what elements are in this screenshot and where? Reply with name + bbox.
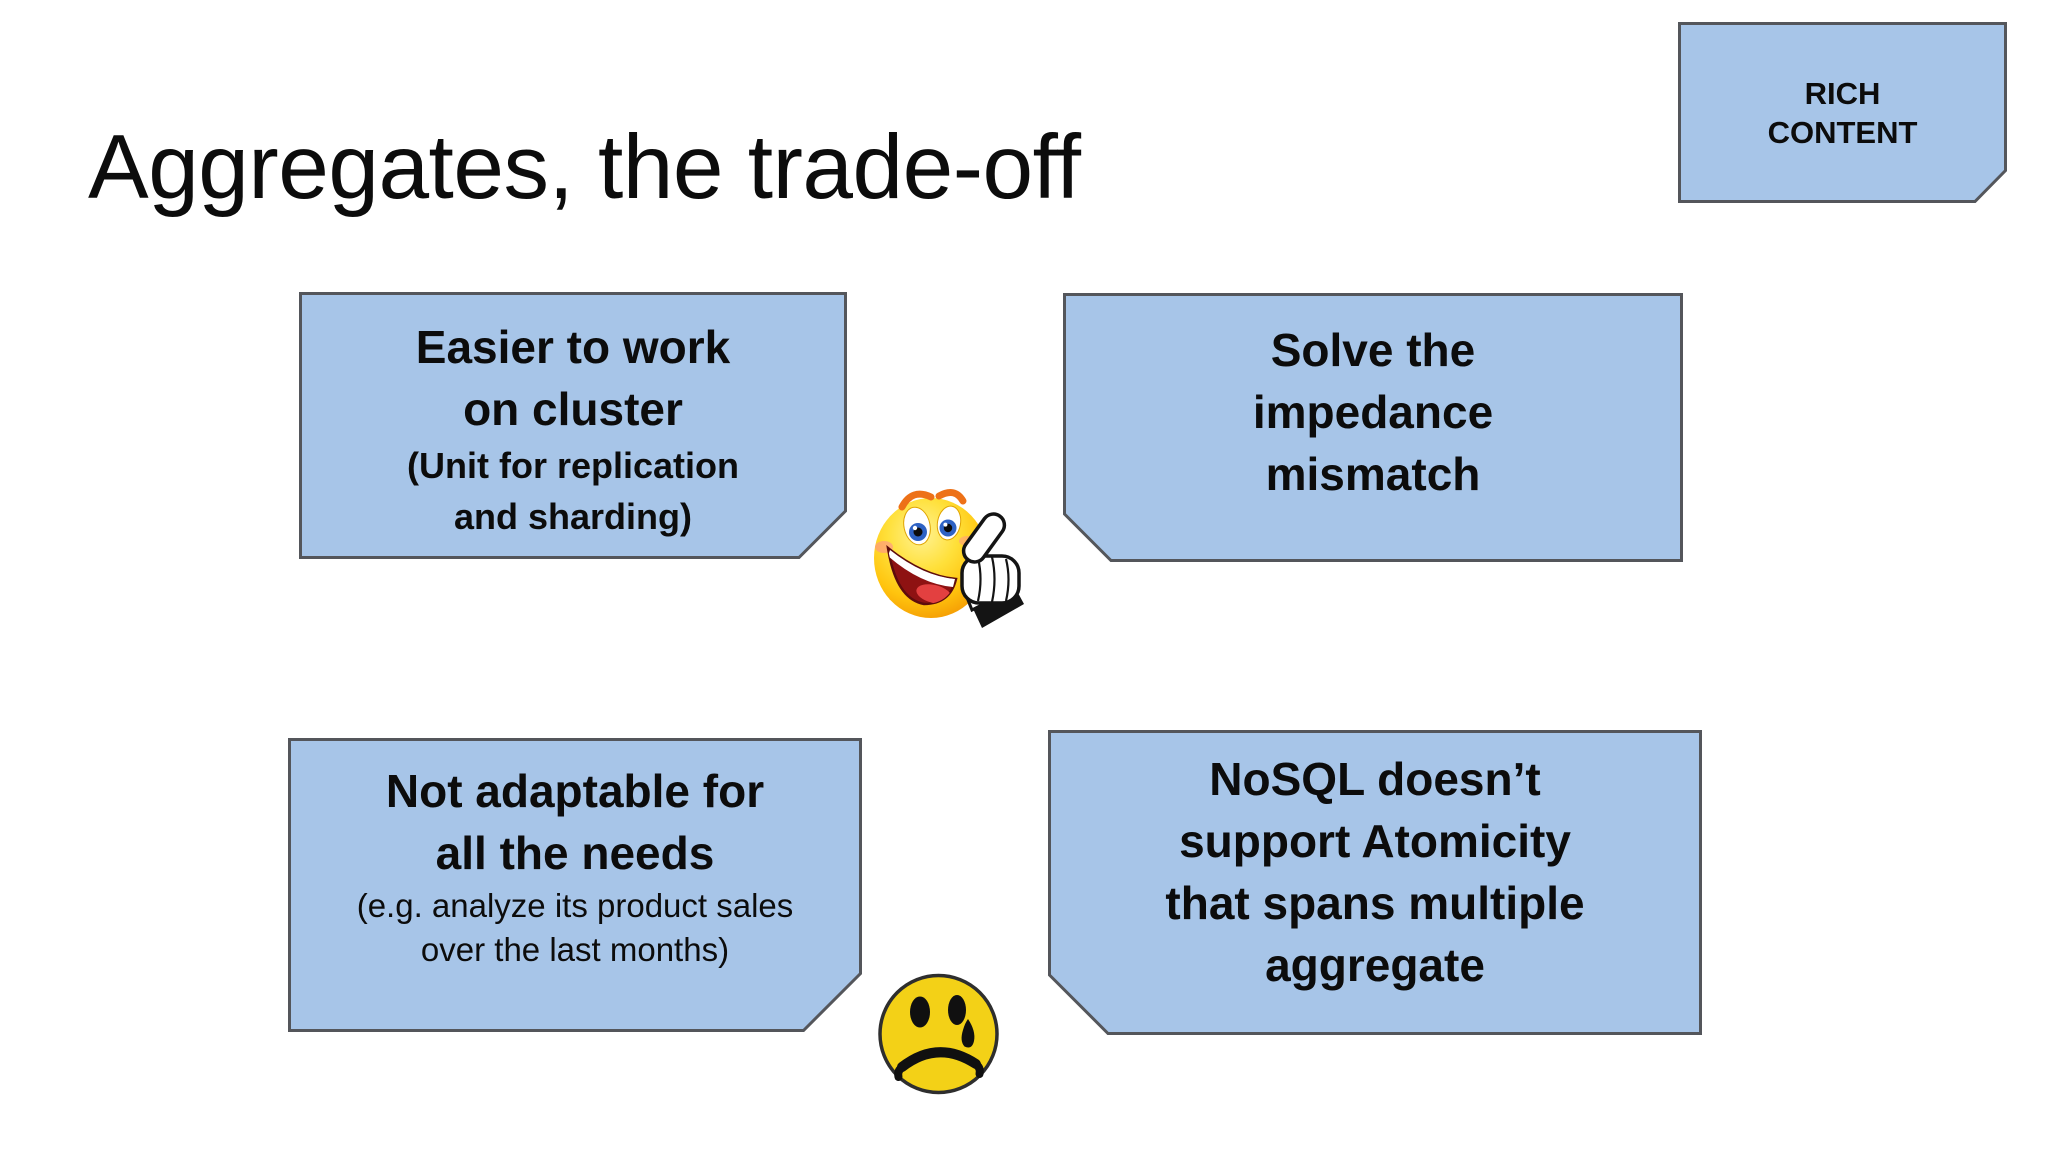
- fist: [960, 554, 1021, 605]
- callout-shape: [1048, 730, 1702, 1035]
- callout-impedance-mismatch: Solve the impedance mismatch: [1063, 293, 1683, 562]
- callout-shape: [299, 292, 847, 559]
- teardrop: [961, 1019, 975, 1048]
- sad-face-icon: [876, 971, 1002, 1097]
- badge-shape: [1678, 22, 2007, 203]
- rich-content-badge: RICH CONTENT: [1678, 22, 2007, 203]
- frown-mouth: [897, 1047, 981, 1072]
- right-eye: [948, 995, 966, 1025]
- slide-title: Aggregates, the trade-off: [88, 117, 1081, 218]
- thumb: [961, 512, 1007, 564]
- thumbs-up-hand: [960, 512, 1024, 628]
- callout-heading: Solve the impedance mismatch: [1252, 324, 1494, 500]
- callout-note: (e.g. analyze its product sales over the…: [356, 887, 794, 968]
- smiley-face: [874, 488, 988, 618]
- callout-no-atomicity: NoSQL doesn’t support Atomicity that spa…: [1048, 730, 1702, 1035]
- callout-heading: Easier to work on cluster: [415, 321, 731, 435]
- callout-not-adaptable: Not adaptable for all the needs (e.g. an…: [288, 738, 862, 1032]
- thumbs-up-smiley-icon: [868, 486, 1040, 632]
- callout-shape: [288, 738, 862, 1032]
- callout-shape: [1063, 293, 1683, 562]
- smile-mouth: [886, 545, 958, 606]
- badge-label: RICH CONTENT: [1767, 75, 1918, 150]
- left-eye: [910, 996, 930, 1028]
- callout-note: (Unit for replication and sharding): [407, 445, 739, 537]
- callout-heading: NoSQL doesn’t support Atomicity that spa…: [1165, 753, 1585, 991]
- right-eyebrow: [935, 488, 967, 505]
- left-eyebrow: [898, 490, 935, 511]
- callout-heading: Not adaptable for all the needs: [385, 765, 765, 879]
- callout-easier-on-cluster: Easier to work on cluster (Unit for repl…: [299, 292, 847, 559]
